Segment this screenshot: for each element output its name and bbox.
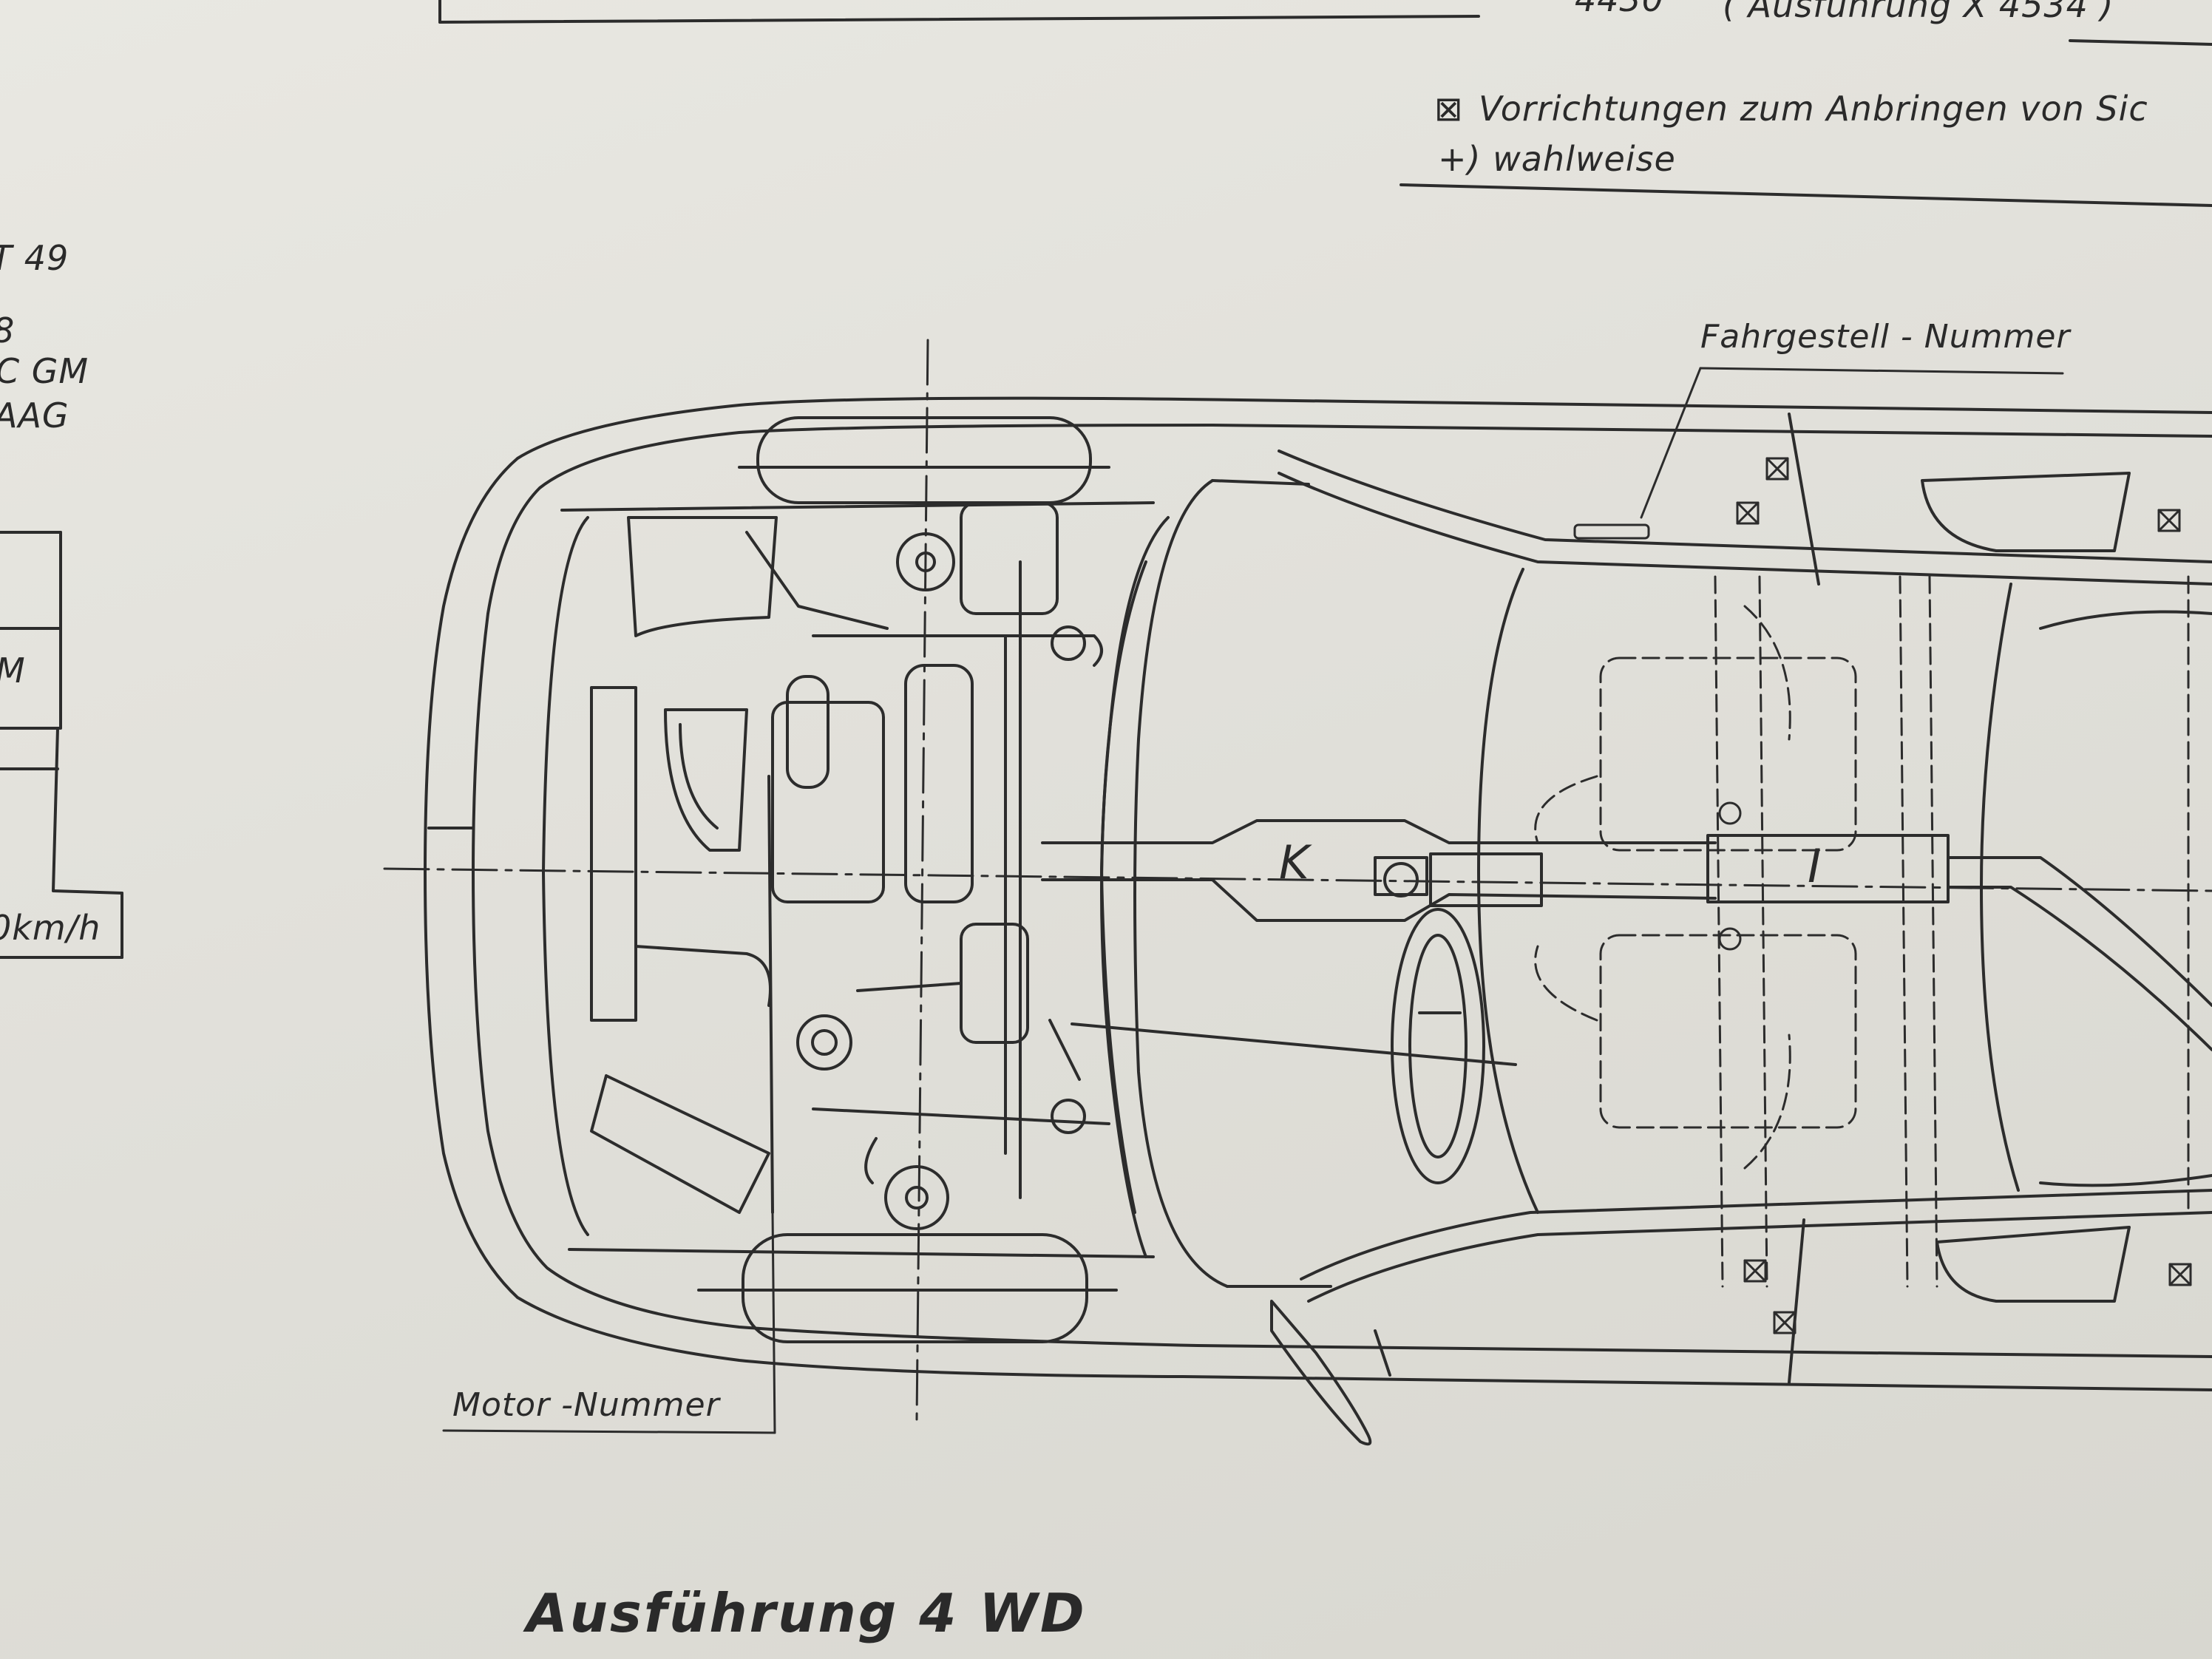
- body-outline: [424, 396, 2212, 1391]
- fixture-markers: [1718, 457, 2192, 1334]
- left-fragment-3: C GM: [0, 351, 89, 391]
- component-i-label: I: [1808, 839, 1822, 893]
- left-fragment-4: AAG: [0, 396, 69, 435]
- header-number-fragment: 4430: [1575, 0, 1664, 19]
- cabin: [1270, 413, 2212, 1446]
- left-fragment-5: M: [0, 651, 26, 691]
- header-rules: [438, 0, 2212, 207]
- firewall: [1100, 479, 1332, 1288]
- fixture-note-text: Vorrichtungen zum Anbringen von Sic: [1479, 89, 2148, 129]
- exhaust-system: [1041, 819, 2212, 1066]
- chassis-number-leader: [1573, 367, 2064, 540]
- seat-outlines: [1534, 575, 2190, 1288]
- steering-wheel: [1391, 908, 1485, 1184]
- chassis-number-label: Fahrgestell - Nummer: [1700, 318, 2071, 356]
- component-k-label: K: [1279, 835, 1310, 889]
- engine-number-label: Motor -Nummer: [452, 1386, 720, 1424]
- drawing-title: Ausführung 4 WD: [526, 1582, 1087, 1644]
- engine-bay: [590, 501, 1110, 1230]
- front-wheels: [697, 416, 1118, 1343]
- left-fragment-1: T 49: [0, 238, 69, 278]
- header-variant-reference: ( Ausführung X 4534 ): [1723, 0, 2114, 25]
- optional-note: +) wahlweise: [1438, 139, 1676, 179]
- center-lines: [383, 339, 2212, 1421]
- left-fragment-2: 8: [0, 311, 15, 350]
- fixture-box-icon: ⊠: [1434, 89, 1464, 129]
- spec-table-fragment: [0, 531, 123, 959]
- engine-number-leader: [442, 1211, 776, 1434]
- left-fragment-6: 0km/h: [0, 908, 101, 948]
